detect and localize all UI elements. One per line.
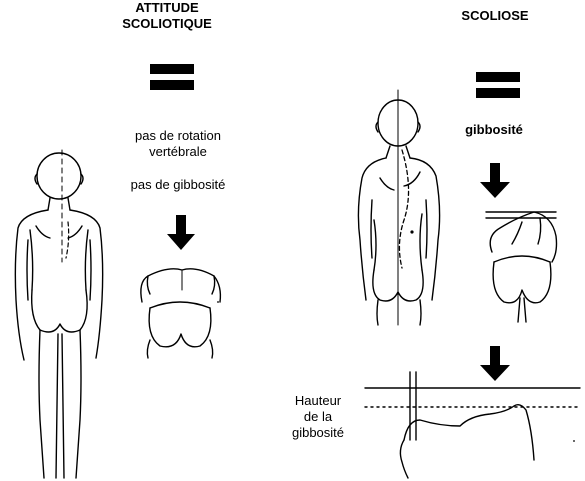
- left-heading: ATTITUDE SCOLIOTIQUE: [112, 0, 222, 32]
- no-rotation-line2: vertébrale: [149, 144, 207, 159]
- gibbosity-height-line3: gibbosité: [291, 425, 345, 440]
- standing-figure-scoliosis: [357, 89, 441, 326]
- forward-bend-figure-scoliosis: [485, 211, 558, 323]
- left-heading-line2: SCOLIOTIQUE: [122, 16, 212, 31]
- gibbosity-height-line2: de la: [303, 409, 333, 424]
- down-arrow-icon-left: [167, 215, 195, 250]
- down-arrow-icon-right-top: [480, 163, 510, 198]
- down-arrow-icon-right-bottom: [480, 346, 510, 381]
- right-heading: SCOLIOSE: [445, 8, 545, 24]
- equals-sign-icon-right: [476, 72, 520, 98]
- gibbosity-height-label: Hauteur de la gibbosité: [278, 393, 358, 441]
- no-gibbosity-text: pas de gibbosité: [130, 177, 226, 192]
- forward-bend-figure-attitude: [140, 268, 222, 359]
- gibbosity-height-line1: Hauteur: [294, 393, 342, 408]
- right-heading-text: SCOLIOSE: [461, 8, 529, 23]
- left-heading-line1: ATTITUDE: [135, 0, 199, 15]
- gibbosity-text: gibbosité: [465, 122, 523, 137]
- no-rotation-note: pas de rotation vertébrale: [118, 128, 238, 160]
- gibbosity-note: gibbosité: [449, 122, 539, 138]
- speck: [217, 301, 219, 303]
- equals-sign-icon-left: [150, 64, 194, 90]
- standing-figure-attitude: [14, 149, 104, 479]
- no-rotation-line1: pas de rotation: [134, 128, 221, 143]
- no-gibbosity-note: pas de gibbosité: [118, 177, 238, 193]
- speck: [573, 440, 575, 442]
- gibbosity-measurement: [364, 371, 581, 479]
